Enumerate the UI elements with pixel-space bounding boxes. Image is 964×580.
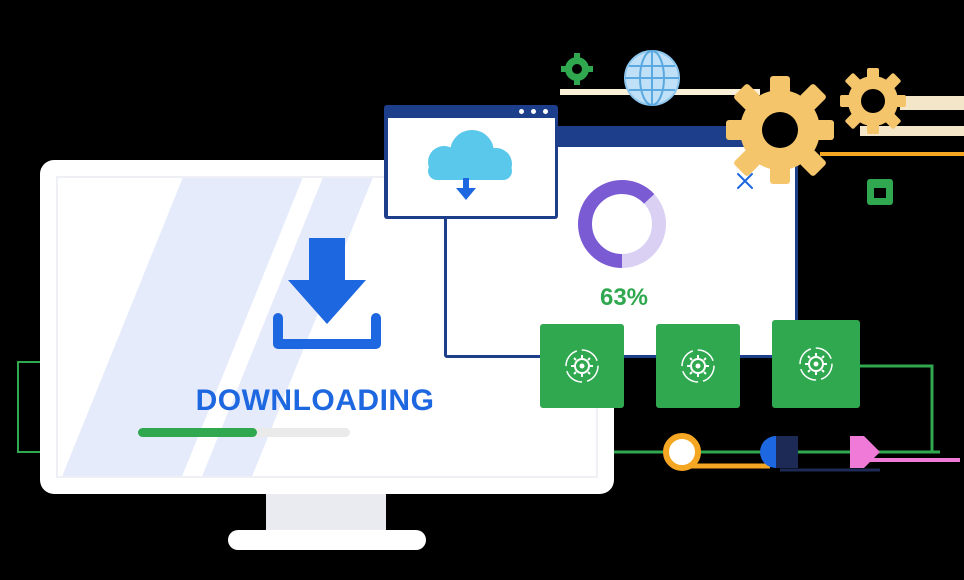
connector-node-circle bbox=[663, 433, 701, 471]
process-step-card[interactable] bbox=[540, 324, 624, 408]
cloud-download-icon bbox=[428, 130, 512, 200]
window-controls bbox=[519, 109, 548, 114]
small-square-gear-icon bbox=[867, 179, 893, 205]
monitor-stand-base bbox=[228, 530, 426, 550]
progress-ring bbox=[578, 180, 666, 268]
connector-node-plug bbox=[760, 436, 798, 468]
progress-percent: 63% bbox=[599, 284, 649, 311]
process-step-card[interactable] bbox=[772, 320, 860, 408]
download-arrow-icon bbox=[273, 238, 381, 349]
settings-gear-icon bbox=[565, 349, 599, 383]
settings-gear-icon bbox=[681, 349, 715, 383]
settings-gear-icon bbox=[799, 347, 833, 381]
large-gear-icon bbox=[726, 76, 834, 184]
downloading-label: DOWNLOADING bbox=[195, 384, 435, 417]
process-step-card[interactable] bbox=[656, 324, 740, 408]
close-icon[interactable] bbox=[734, 170, 756, 192]
download-progress-fill bbox=[138, 428, 257, 437]
small-gear-icon bbox=[561, 53, 593, 85]
download-progress-bar bbox=[138, 428, 350, 437]
connector-node-arrow bbox=[850, 436, 880, 468]
globe-icon bbox=[624, 50, 680, 106]
medium-gear-icon bbox=[840, 68, 906, 134]
